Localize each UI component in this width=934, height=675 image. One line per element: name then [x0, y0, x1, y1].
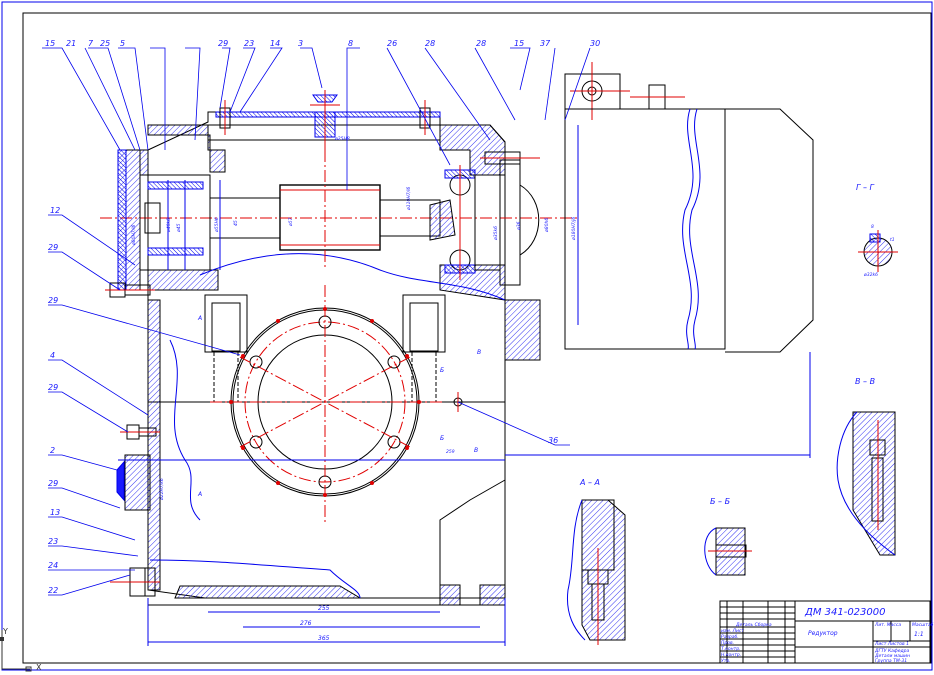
dim-right-shaft-fit: ø35k6 [493, 226, 499, 241]
leader-label-21: 21 [66, 39, 76, 48]
dim-shaft-d: 45 [233, 220, 239, 226]
leader-label-7: 7 [88, 39, 94, 48]
vent-plug [219, 90, 431, 150]
leader-label-14: 14 [270, 39, 280, 48]
title-block-org-6: Н.контр. [721, 652, 741, 658]
dim-key-width: 8 [871, 224, 874, 230]
leader-label-29-c: 29 [48, 383, 58, 392]
cut-marker-a-top: А [197, 315, 202, 322]
cut-marker-v-top: В [477, 349, 481, 356]
dim-bearing-left-d2: ø45 [176, 223, 182, 233]
leader-label-29: 29 [218, 39, 228, 48]
title-block-org-7: Утв. [721, 658, 730, 664]
leader-label-37: 37 [540, 39, 551, 48]
axis-x-label: X [36, 663, 42, 672]
leader-label-23: 23 [244, 39, 254, 48]
leader-label-13: 13 [50, 508, 60, 517]
leader-label-22: 22 [48, 586, 58, 595]
left-leaders [48, 214, 570, 596]
dim-key-depth: t1 [890, 237, 895, 243]
leader-label-3: 3 [298, 39, 303, 48]
leader-label-28b: 28 [476, 39, 486, 48]
section-title-b-b: Б – Б [710, 497, 731, 506]
title-block-org-1: Деталь Сборка [735, 622, 772, 628]
leader-label-15: 15 [45, 39, 55, 48]
section-title-a-a: А – А [579, 478, 600, 487]
section-b-b [704, 527, 752, 576]
dim-right-flange: ø80h6 [544, 218, 550, 233]
leader-label-30: 30 [590, 39, 600, 48]
dim-key-shaft: ø32k6 [863, 272, 878, 278]
leader-label-23-b: 23 [48, 537, 58, 546]
leader-label-29-a: 29 [48, 243, 58, 252]
section-g-g [858, 230, 898, 272]
leader-label-29-b: 29 [48, 296, 58, 305]
cut-marker-a-bottom: А [197, 491, 202, 498]
title-block [719, 600, 931, 664]
leader-label-8: 8 [348, 39, 353, 48]
title-block-org-2: изм. Лист [721, 628, 744, 634]
section-a-a [566, 499, 626, 645]
leader-label-25: 25 [100, 39, 110, 48]
dim-gear-d: ø57 [288, 217, 294, 227]
title-block-dept-1: ДГТУ Кафедра [874, 648, 909, 654]
title-block-dept-3: Группа ТМ-31 [875, 658, 907, 664]
leader-label-26: 26 [387, 39, 397, 48]
housing-lugs [204, 294, 446, 402]
title-block-org-3: Разраб. [721, 634, 739, 640]
cut-marker-v-bottom: В [474, 447, 478, 454]
leader-label-28a: 28 [425, 39, 435, 48]
leader-label-24: 24 [48, 561, 58, 570]
title-block-sheet-label: Лист Листов 1 [874, 641, 909, 647]
section-title-g-g: Г – Г [856, 183, 875, 192]
dim-motor-flange: ø180H7/j6 [571, 217, 577, 241]
dim-plug-fit: ø22H7/k6 [159, 478, 165, 501]
dim-bottom-mid: 276 [300, 620, 312, 627]
electric-motor [564, 62, 814, 353]
ucs-axis-icon: Y X [0, 627, 42, 672]
leader-label-4: 4 [50, 351, 55, 360]
left-bearing-assembly [117, 149, 221, 291]
leader-label-5: 5 [120, 39, 125, 48]
dimension-lines [118, 125, 811, 646]
dim-bearing-left-d1: ø40k6 [166, 218, 172, 233]
dim-bottom-inner: 255 [318, 605, 330, 612]
worm-wheel-flange [210, 285, 445, 525]
cut-marker-b-bottom: Б [440, 435, 444, 442]
dim-bearing-left-housing: ø80H7/l6 [131, 225, 137, 246]
leader-label-2: 2 [50, 446, 55, 455]
title-block-org-4: Пров. [721, 640, 734, 646]
leader-label-15b: 15 [514, 39, 524, 48]
dim-bottom-overall: 365 [318, 635, 330, 642]
title-block-dept-2: Детали машин [874, 653, 910, 659]
dim-height-right: 259 [446, 449, 455, 455]
dim-right-housing: ø110H7/l6 [406, 187, 412, 211]
dim-top-cover-fit: ø25H8 [334, 136, 350, 142]
top-leaders [42, 47, 591, 190]
section-title-v-v: В – В [855, 377, 875, 386]
right-bearing-assembly [429, 151, 541, 361]
title-block-scale-value: 1:1 [914, 631, 924, 638]
title-block-document-name: Редуктор [808, 630, 838, 637]
title-block-document-code: ДМ 341-023000 [804, 607, 886, 618]
leader-label-29-d: 29 [48, 479, 58, 488]
title-block-org-5: Т.контр. [721, 646, 741, 652]
title-block-scale-header: Лит. Масса [874, 622, 901, 628]
dim-bearing-left-d3: ø55H6 [214, 217, 220, 233]
leader-label-12: 12 [50, 206, 60, 215]
section-v-v [836, 411, 896, 556]
dim-right-shaft-d: ø36 [516, 221, 522, 231]
cut-marker-b-top: Б [440, 367, 444, 374]
leader-label-36: 36 [548, 436, 558, 445]
left-fasteners [105, 282, 160, 597]
axis-y-label: Y [2, 627, 8, 636]
title-block-mass-header: Масштаб [912, 622, 934, 628]
